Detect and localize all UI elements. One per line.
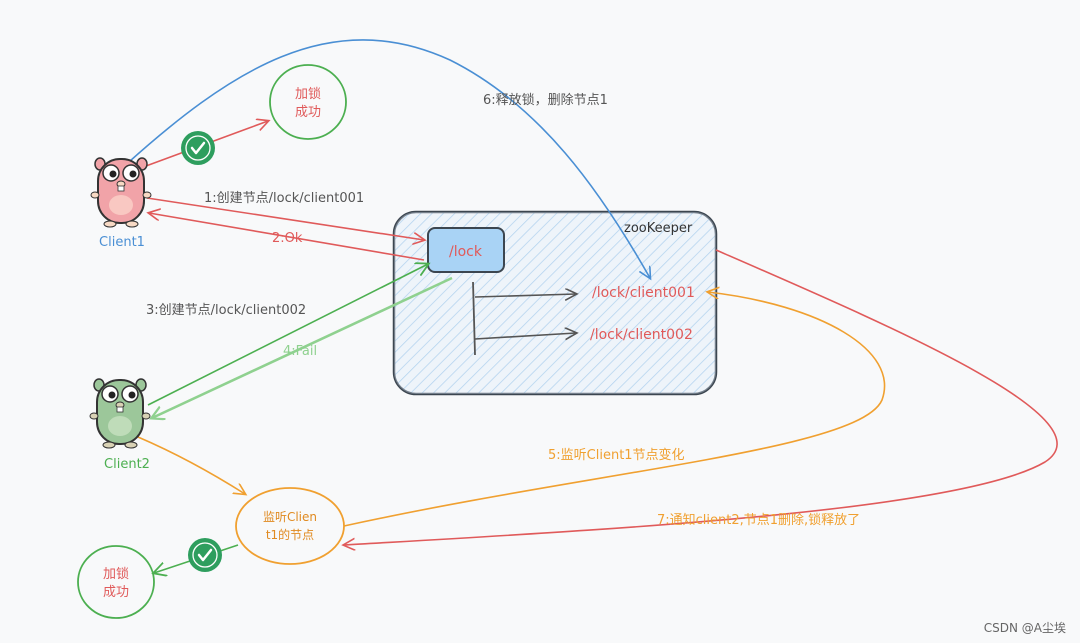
step4-label: 4:Fail bbox=[283, 344, 317, 359]
arrow-create-client001 bbox=[146, 197, 424, 240]
step3-label: 3:创建节点/lock/client002 bbox=[146, 303, 306, 318]
gopher-client2-icon bbox=[89, 378, 151, 449]
arrow-ok bbox=[149, 213, 425, 261]
child-node-client001: /lock/client001 bbox=[592, 285, 695, 301]
watch-line2: t1的节点 bbox=[266, 527, 314, 542]
arrow-create-client002 bbox=[147, 264, 428, 406]
child-node-client002: /lock/client002 bbox=[590, 327, 693, 343]
watch-node: 监听Clien t1的节点 bbox=[235, 487, 345, 565]
client2-label: Client2 bbox=[104, 457, 150, 472]
success-bottom-line1: 加锁 bbox=[103, 566, 129, 582]
watermark: CSDN @A尘埃 bbox=[984, 621, 1066, 635]
lock-node: /lock bbox=[427, 227, 505, 273]
step7-label: 7:通知client2,节点1删除,锁释放了 bbox=[657, 512, 860, 528]
success-bottom-line2: 成功 bbox=[103, 585, 129, 600]
arrow-to-watch bbox=[137, 436, 245, 494]
arrow-fail bbox=[152, 276, 453, 418]
arrow-watch-client1 bbox=[343, 292, 886, 527]
arrow-release-lock bbox=[119, 39, 650, 278]
success-top-line1: 加锁 bbox=[295, 86, 321, 102]
lock-children-tree bbox=[472, 281, 576, 356]
check-icon bbox=[188, 538, 222, 572]
zookeeper-title: zooKeeper bbox=[624, 221, 693, 236]
gopher-client1-icon bbox=[90, 157, 152, 228]
success-top-line2: 成功 bbox=[295, 105, 321, 120]
lock-node-label: /lock bbox=[449, 244, 483, 260]
success-node-top: 加锁 成功 bbox=[269, 64, 347, 140]
arrow-notify-client2 bbox=[344, 249, 1058, 545]
check-icon bbox=[181, 131, 215, 165]
step6-label: 6:释放锁，删除节点1 bbox=[483, 92, 608, 108]
watch-line1: 监听Clien bbox=[263, 510, 317, 524]
step2-label: 2:Ok bbox=[272, 231, 303, 246]
success-node-bottom: 加锁 成功 bbox=[77, 545, 155, 619]
client1-label: Client1 bbox=[99, 235, 145, 250]
step5-label: 5:监听Client1节点变化 bbox=[548, 447, 685, 463]
step1-label: 1:创建节点/lock/client001 bbox=[204, 191, 364, 206]
